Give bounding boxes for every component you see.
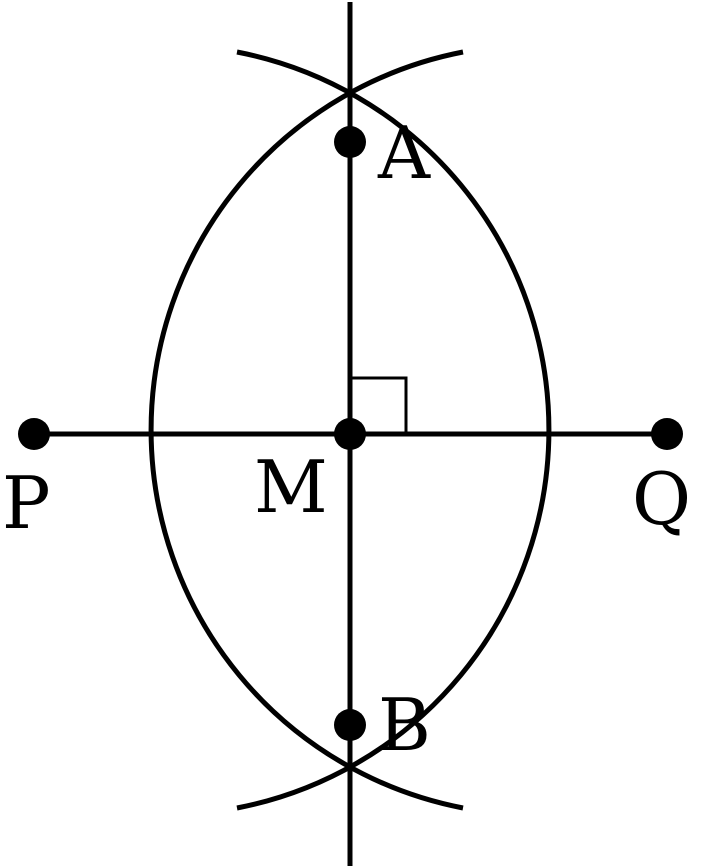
label-p: P [2, 461, 50, 545]
left-arc [236, 49, 552, 811]
point-p [18, 418, 50, 450]
point-b [334, 709, 366, 741]
right-arc [148, 49, 464, 811]
right-angle-marker [350, 376, 408, 434]
point-m [334, 418, 366, 450]
label-b: B [378, 683, 431, 767]
label-q: Q [632, 457, 691, 541]
label-m: M [254, 445, 328, 529]
point-q [651, 418, 683, 450]
point-a [334, 126, 366, 158]
label-a: A [377, 111, 431, 195]
